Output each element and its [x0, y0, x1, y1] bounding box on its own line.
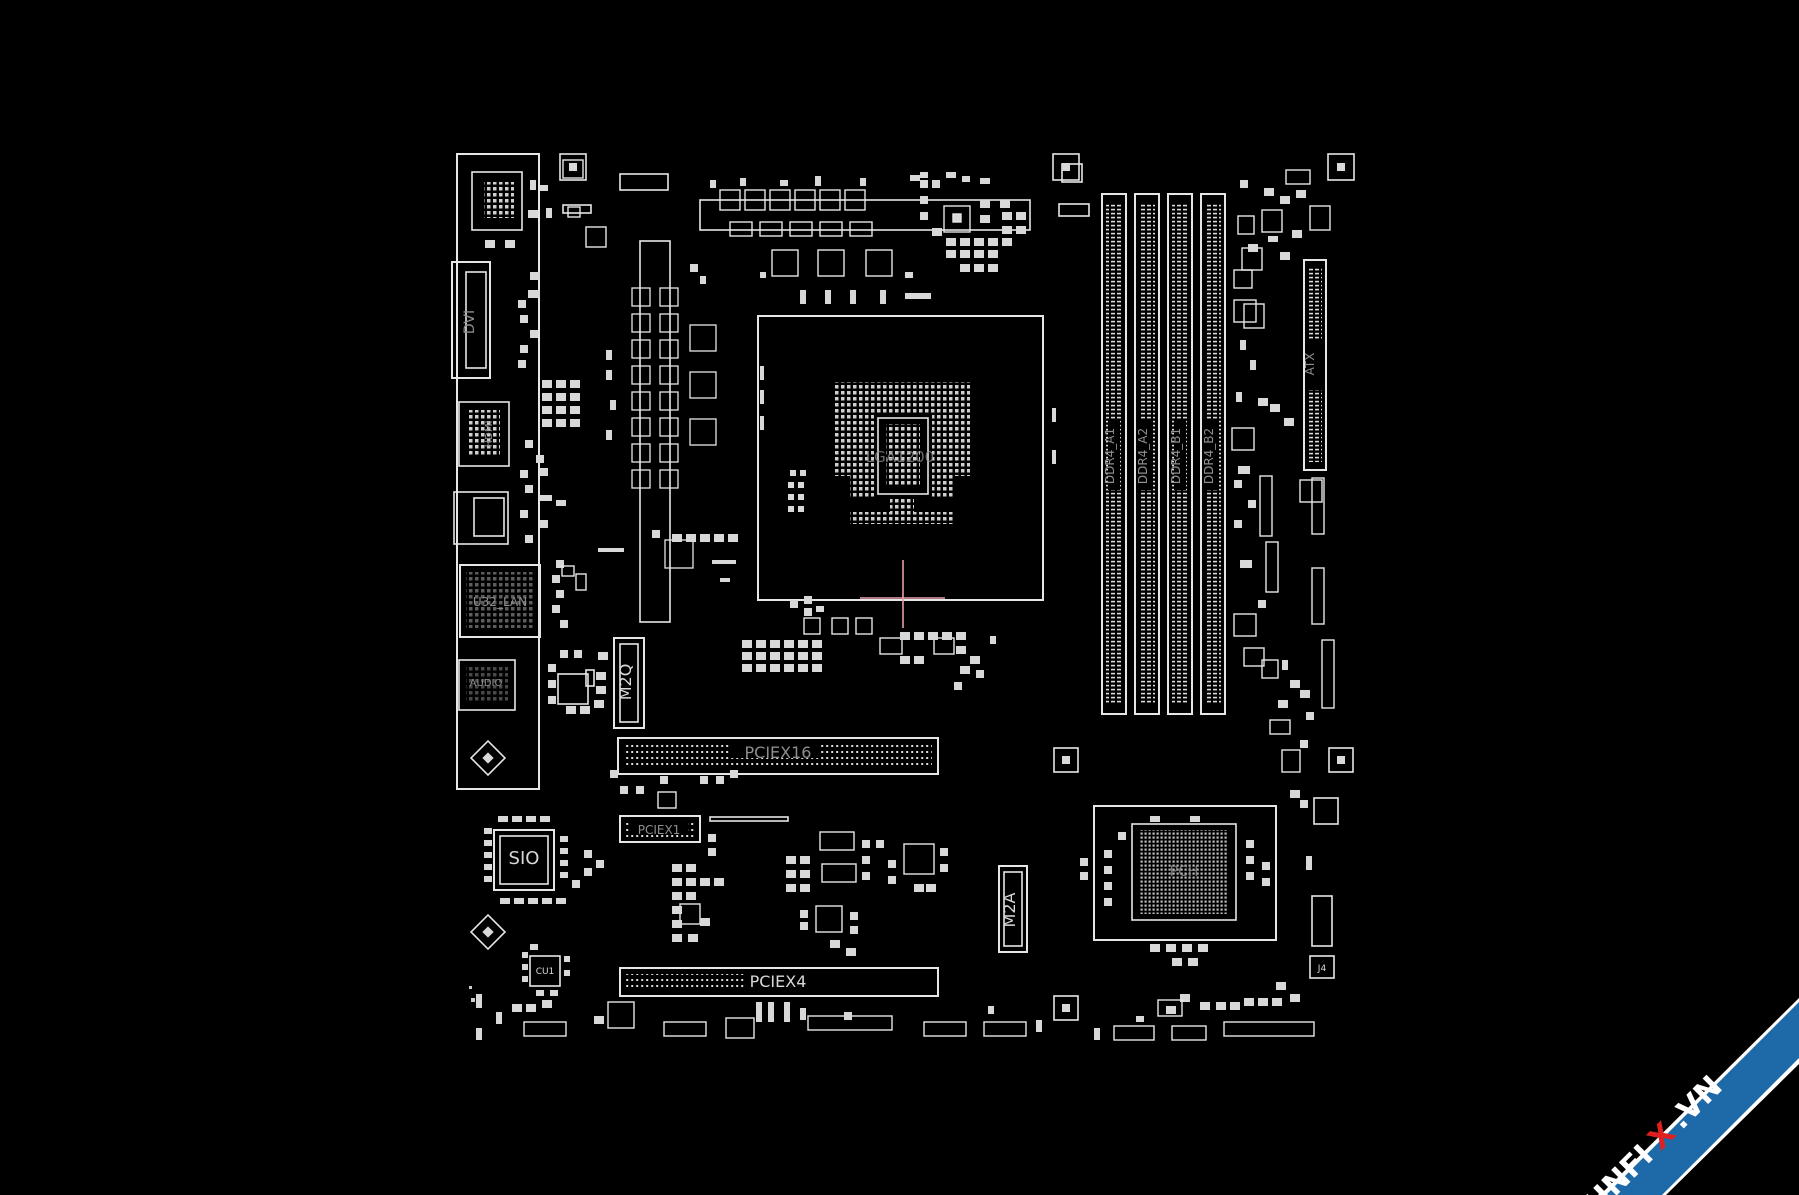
vrm-top [699, 172, 1031, 304]
dimm-b2-label: DDR4_B2 [1202, 428, 1216, 484]
right-lower-connectors: J4 [1166, 797, 1339, 1014]
dimm-slot-b1[interactable]: DDR4_B1 [1167, 193, 1193, 715]
j4-label: J4 [1317, 964, 1327, 974]
cu1-label: CU1 [536, 967, 555, 977]
vrm-controller-passives [920, 180, 1026, 272]
header-bottom-8[interactable] [1171, 1025, 1207, 1041]
dimm-a2-label: DDR4_A2 [1136, 428, 1150, 484]
dimm-a1-label: DDR4_A1 [1103, 428, 1117, 484]
standoff-diamond-lower [469, 913, 507, 951]
cpu-socket[interactable]: LGA1200 [757, 315, 1056, 601]
rear-io-small-parts [561, 159, 607, 591]
mount-hole-right-mid [1328, 747, 1354, 773]
atx-power-connector[interactable]: ATX [1303, 259, 1327, 471]
header-bottom-2[interactable] [663, 1021, 707, 1037]
top-edge-components [559, 153, 1355, 217]
sio-label: SIO [509, 848, 540, 869]
pch-label: PCH [1170, 864, 1199, 880]
hdmi-connector[interactable] [458, 401, 510, 467]
watermark: HNFI X .VN [1578, 998, 1799, 1195]
m2-top-label: M2Q [616, 664, 635, 701]
pcie-x4-slot[interactable]: PCIEX4 [619, 967, 939, 997]
dimm-slot-b2[interactable]: DDR4_B2 [1200, 193, 1226, 715]
cpu-socket-outline [757, 315, 1044, 601]
right-edge: ATX [1053, 169, 1354, 798]
cu1-chip[interactable]: CU1 [522, 944, 570, 996]
socket-south-cluster [742, 596, 996, 690]
mount-hole-top-right [1327, 153, 1355, 181]
dimm-b1-label: DDR4_B1 [1169, 428, 1183, 484]
rear-io-passives [485, 180, 580, 628]
pcie-x1-slot[interactable]: PCIEX1 [619, 815, 701, 843]
dimm-slots[interactable]: DDR4_A1 DDR4_A2 DDR4_B1 DDR4_B2 [1101, 193, 1226, 715]
header-top-2[interactable] [1058, 203, 1090, 217]
header-top-1[interactable] [619, 173, 669, 191]
bottom-edge-headers[interactable] [523, 999, 1315, 1041]
phase-column [598, 240, 738, 623]
m2-slot-bottom[interactable]: M2A [998, 865, 1028, 953]
header-right-vertical[interactable] [1311, 895, 1333, 947]
dimm-slot-a2[interactable]: DDR4_A2 [1134, 193, 1160, 715]
header-bottom-9[interactable] [1223, 1021, 1315, 1037]
cpu-socket-label: LGA1200 [866, 448, 934, 466]
chipset-vr-area [610, 770, 948, 956]
mount-hole-top-mid [1052, 153, 1080, 181]
pcie-x16-slot[interactable]: PCIEX16 [617, 737, 939, 775]
mount-hole-top-left [559, 153, 587, 181]
bottom-edge-passives [476, 994, 1144, 1040]
dimm-slot-a1[interactable]: DDR4_A1 [1101, 193, 1127, 715]
pcie4-label: PCIEX4 [750, 972, 807, 991]
rear-io-column: DVI HDMI U32_LAN AUDIO [451, 153, 541, 790]
dvi-label: DVI [462, 310, 478, 334]
header-bottom-6[interactable] [983, 1021, 1027, 1037]
standoff-diamond [469, 739, 507, 777]
cursor-crosshair [860, 560, 945, 628]
mount-hole-bottom-mid [1053, 995, 1079, 1021]
bottom-edge-pins [469, 986, 475, 1002]
audio-label: AUDIO [470, 678, 503, 689]
pch-chip[interactable]: PCH [1080, 805, 1277, 966]
sio-chip[interactable]: SIO [484, 816, 604, 904]
header-bottom-7[interactable] [1113, 1025, 1155, 1041]
m2-slot-top[interactable]: M2Q [613, 637, 645, 729]
rear-io-outline [456, 153, 540, 790]
mount-hole-center [1053, 747, 1079, 773]
m2-bottom-label: M2A [1000, 892, 1019, 927]
ps2-usb-connector[interactable] [471, 171, 523, 231]
pcie1-label: PCIEX1 [638, 823, 681, 837]
pcie16-label: PCIEX16 [745, 743, 812, 762]
lan-usb-connector[interactable] [459, 564, 541, 638]
hdmi-label: HDMI [484, 421, 495, 448]
dvi-connector[interactable] [451, 261, 491, 379]
usb-stack-connector[interactable] [453, 491, 509, 545]
lan-label: U32_LAN [473, 595, 527, 609]
audio-codec-area [548, 650, 608, 714]
header-bottom-1[interactable] [523, 1021, 567, 1037]
audio-jack-block[interactable] [458, 659, 516, 711]
atx-label: ATX [1303, 353, 1317, 376]
header-bottom-3[interactable] [725, 1017, 755, 1039]
header-bottom-5[interactable] [923, 1021, 967, 1037]
